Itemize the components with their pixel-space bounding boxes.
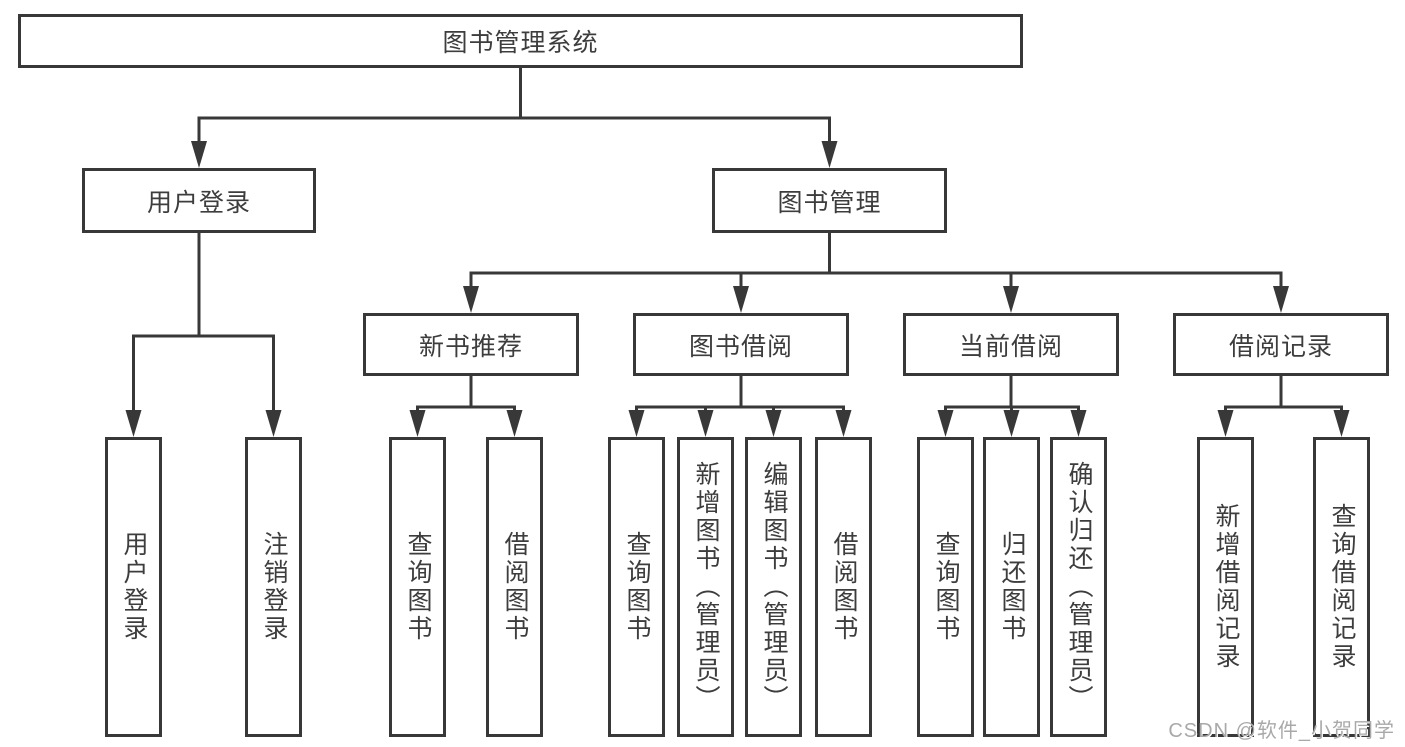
leaf-query-borrow-record: 查询借阅记录 xyxy=(1313,437,1370,737)
node-borrow-records: 借阅记录 xyxy=(1173,313,1389,376)
node-current-borrowing: 当前借阅 xyxy=(903,313,1119,376)
node-user-login: 用户登录 xyxy=(82,168,316,233)
leaf-logout: 注销登录 xyxy=(245,437,302,737)
leaf-confirm-return-admin: 确认归还（管理员） xyxy=(1050,437,1107,737)
leaf-query-books-recommend: 查询图书 xyxy=(389,437,446,737)
leaf-add-book-admin: 新增图书（管理员） xyxy=(677,437,734,737)
leaf-query-books-borrowing: 查询图书 xyxy=(608,437,665,737)
node-book-borrowing: 图书借阅 xyxy=(633,313,849,376)
leaf-query-books-current: 查询图书 xyxy=(917,437,974,737)
leaf-return-book: 归还图书 xyxy=(983,437,1040,737)
node-root-library-system: 图书管理系统 xyxy=(18,14,1023,68)
csdn-watermark: CSDN @软件_小贺同学 xyxy=(1168,720,1395,742)
node-new-book-recommend: 新书推荐 xyxy=(363,313,579,376)
leaf-borrow-books-recommend: 借阅图书 xyxy=(486,437,543,737)
leaf-add-borrow-record: 新增借阅记录 xyxy=(1197,437,1254,737)
leaf-borrow-books: 借阅图书 xyxy=(815,437,872,737)
leaf-edit-book-admin: 编辑图书（管理员） xyxy=(745,437,802,737)
leaf-user-login: 用户登录 xyxy=(105,437,162,737)
node-book-management: 图书管理 xyxy=(712,168,947,233)
